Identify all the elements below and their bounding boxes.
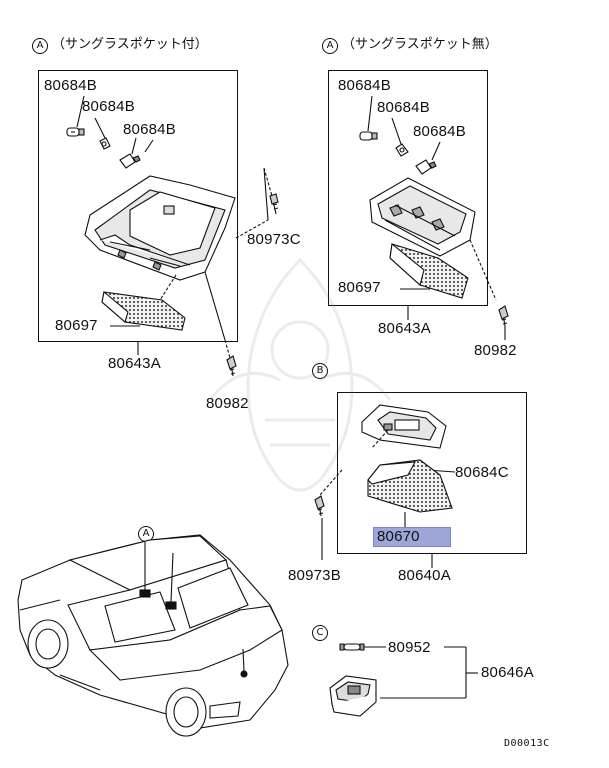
section-a1-marker: A — [32, 38, 48, 54]
a1-bulb-1-icon — [66, 127, 85, 137]
section-a1-frame — [38, 70, 238, 342]
section-a1-title: （サングラスポケット付） — [52, 37, 208, 52]
section-a2-marker: A — [322, 38, 338, 54]
c-lamp-icon — [329, 675, 377, 717]
a2-assembly-label: 80643A — [378, 320, 431, 337]
a1-screw-out-label: 80982 — [206, 395, 249, 412]
b-lens-icon — [367, 459, 453, 513]
section-a2-title: （サングラスポケット無） — [342, 37, 498, 52]
b-screw-label: 80973B — [288, 567, 341, 584]
b-lens-label[interactable]: 80670 — [377, 528, 420, 545]
a1-bulb-2-icon — [99, 137, 111, 150]
watermark-crest — [208, 257, 392, 492]
a1-lens-icon — [101, 290, 186, 331]
b-housing — [361, 404, 447, 449]
a1-bulb-label-1: 80684B — [44, 77, 97, 94]
a2-bulb-label-1: 80684B — [338, 77, 391, 94]
section-b-marker: B — [312, 363, 328, 379]
a2-screw-label: 80982 — [474, 342, 517, 359]
a2-lens-label: 80697 — [338, 279, 381, 296]
section-c-marker: C — [312, 625, 328, 641]
diagram-code: D00013C — [504, 738, 550, 749]
a2-housing — [369, 177, 476, 257]
a1-housing — [84, 175, 236, 281]
a1-screw-out-icon — [226, 355, 237, 377]
section-a2-frame — [328, 70, 488, 306]
a2-bulb-3-icon — [415, 159, 437, 175]
section-b-frame — [337, 392, 527, 554]
b-lens-highlight — [373, 527, 451, 547]
car-outline — [17, 534, 289, 737]
a1-bulb-label-3: 80684B — [123, 121, 176, 138]
b-bulb-label: 80684C — [455, 464, 509, 481]
a2-bulb-label-2: 80684B — [377, 99, 430, 116]
a1-assembly-label: 80643A — [108, 355, 161, 372]
a1-bulb-3-icon — [119, 153, 141, 169]
a2-bulb-2-icon — [395, 143, 409, 157]
c-bulb-icon — [339, 643, 365, 651]
car-marker-a: A — [138, 526, 154, 542]
a2-bulb-1-icon — [359, 131, 378, 141]
c-assembly-label: 80646A — [481, 664, 534, 681]
a1-screw-icon — [269, 193, 279, 215]
car-roof-marker-b — [165, 601, 177, 610]
a2-screw-icon — [498, 305, 509, 327]
car-rear-marker-c — [240, 670, 248, 678]
a2-lens-icon — [389, 242, 469, 299]
a1-bulb-label-2: 80684B — [82, 98, 135, 115]
car-roof-marker-a — [139, 589, 151, 598]
a1-screw-label: 80973C — [247, 231, 301, 248]
a1-lens-label: 80697 — [55, 317, 98, 334]
b-assembly-label: 80640A — [398, 567, 451, 584]
c-bulb-label: 80952 — [388, 639, 431, 656]
b-screw-icon — [314, 495, 325, 517]
a2-bulb-label-3: 80684B — [413, 123, 466, 140]
